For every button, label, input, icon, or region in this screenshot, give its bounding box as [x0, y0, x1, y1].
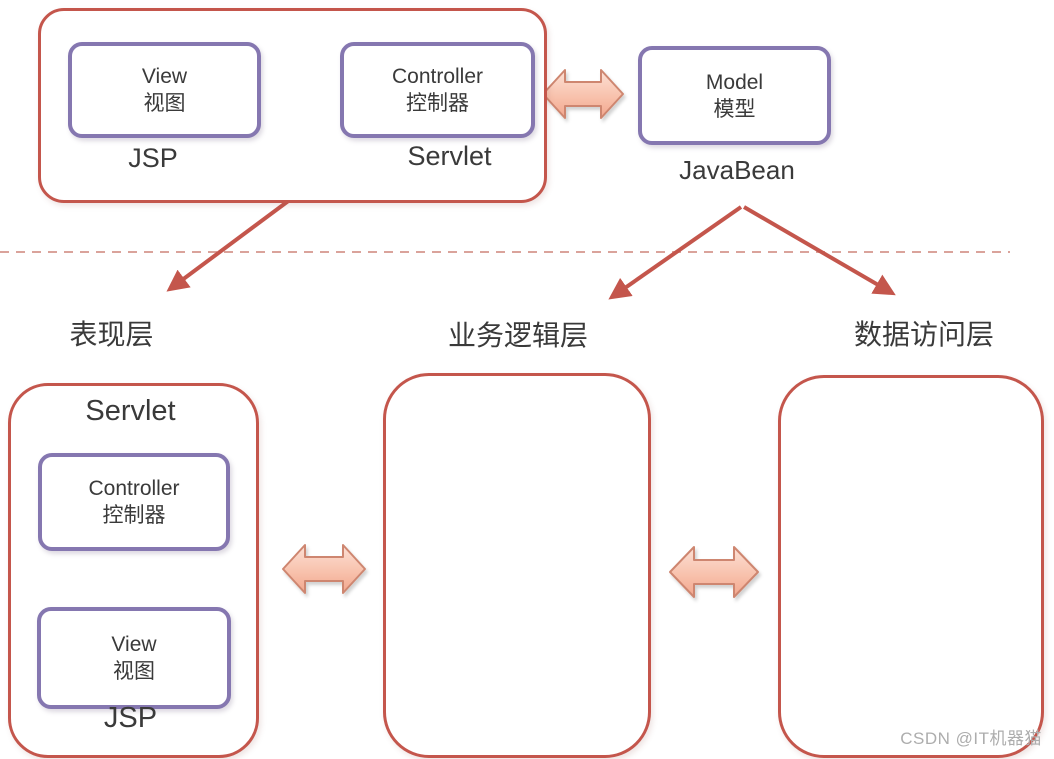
- presentation-layer-label: 表现层: [69, 319, 154, 350]
- jsp-caption-top: JSP: [128, 143, 178, 173]
- servlet-title-bottom: Servlet: [85, 395, 176, 427]
- model-label-en: Model: [705, 70, 764, 94]
- view-box-bottom: View 视图: [37, 607, 231, 709]
- controller-label-zh: 控制器: [406, 92, 469, 115]
- view-label-zh: 视图: [113, 660, 155, 683]
- arrow-javabean-to-dataaccess-layer: [742, 205, 896, 296]
- controller-label-en: Controller: [391, 65, 484, 88]
- csdn-watermark: CSDN @IT机器猫: [900, 729, 1042, 748]
- view-label-en: View: [141, 65, 188, 88]
- javabean-caption: JavaBean: [679, 155, 795, 185]
- mvcbox-model-double-arrow: [542, 69, 624, 119]
- arrow-mvcbox-to-presentation-layer: [166, 197, 293, 292]
- presentation-business-double-arrow: [282, 544, 366, 594]
- controller-label-en: Controller: [88, 477, 180, 500]
- dataaccess-layer-box: [778, 375, 1044, 758]
- servlet-caption-top: Servlet: [407, 141, 492, 171]
- business-dataaccess-double-arrow: [669, 546, 759, 598]
- dataaccess-layer-label: 数据访问层: [853, 319, 994, 350]
- business-layer-box: [383, 373, 651, 758]
- business-layer-label: 业务逻辑层: [447, 320, 588, 351]
- model-label-zh: 模型: [713, 97, 756, 121]
- controller-label-zh: 控制器: [102, 504, 166, 527]
- arrow-javabean-to-business-layer: [608, 205, 743, 300]
- view-box-top: View 视图: [68, 42, 261, 138]
- jsp-caption-bottom: JSP: [103, 702, 158, 734]
- model-box: Model 模型: [638, 46, 831, 145]
- controller-box-bottom: Controller 控制器: [38, 453, 230, 551]
- controller-box-top: Controller 控制器: [340, 42, 535, 138]
- view-label-en: View: [111, 633, 157, 656]
- view-label-zh: 视图: [143, 92, 186, 115]
